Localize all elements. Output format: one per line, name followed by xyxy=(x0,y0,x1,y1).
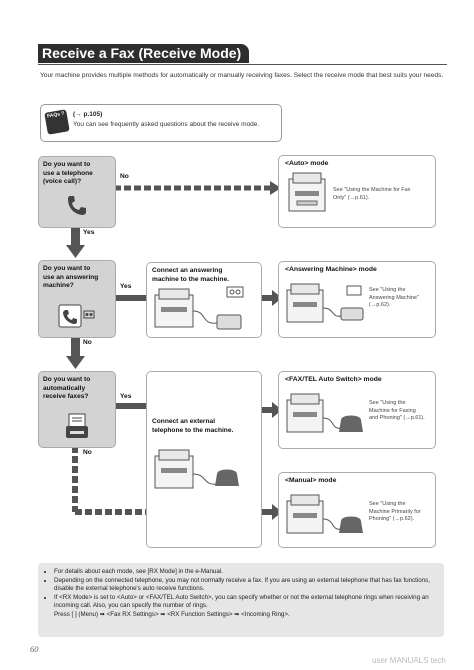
intro-text: Your machine provides multiple methods f… xyxy=(40,72,444,79)
printer-icon xyxy=(286,494,363,534)
mode-fax-tel-auto-switch: <FAX/TEL Auto Switch> mode See "Using th… xyxy=(278,371,436,449)
mode-note: and Phoning" (→p.61). xyxy=(369,415,425,421)
label-no-3: No xyxy=(83,449,92,456)
question-line: automatically xyxy=(43,384,86,392)
note-item: For details about each mode, see [RX Mod… xyxy=(54,568,438,577)
arrowhead-auto xyxy=(270,181,281,195)
watermark: user MANUALS tech xyxy=(372,656,446,665)
question-auto-receive: Do you want to automatically receive fax… xyxy=(38,371,116,448)
note-item: Press [ ] (Menu) ➡ <Fax RX Settings> ➡ <… xyxy=(54,610,290,618)
faq-page-link[interactable]: (→ p.105) xyxy=(73,111,103,118)
printer-icon xyxy=(286,283,364,323)
mode-note: Answering Machine" xyxy=(369,294,419,301)
connect-line: Connect an external xyxy=(152,418,216,425)
arrow-yes-3 xyxy=(114,403,146,409)
arrow-yes-1 xyxy=(71,226,80,245)
mode-title: <FAX/TEL Auto Switch> mode xyxy=(285,376,382,383)
question-line: Do you want to xyxy=(43,161,91,168)
mode-auto: <Auto> mode See "Using the Machine for F… xyxy=(278,155,436,228)
mode-title: <Manual> mode xyxy=(285,477,337,484)
label-no-2: No xyxy=(83,339,92,346)
printer-icon xyxy=(286,393,363,433)
mode-note: Machine Primarily for xyxy=(369,508,421,515)
label-no-1: No xyxy=(120,173,129,180)
page-title: Receive a Fax (Receive Mode) xyxy=(38,44,250,63)
telephone-icon xyxy=(68,196,86,215)
note-item: If <RX Mode> is set to <Auto> or <FAX/TE… xyxy=(54,594,438,611)
connect-line: telephone to the machine. xyxy=(152,426,234,434)
connect-answering-box: Connect an answering machine to the mach… xyxy=(146,262,262,338)
mode-manual: <Manual> mode See "Using the Machine Pri… xyxy=(278,472,436,548)
arrow-yes-2a xyxy=(114,295,146,301)
printer-icon xyxy=(288,172,326,212)
label-yes-2: Yes xyxy=(120,283,132,290)
question-line: Do you want to xyxy=(43,376,91,383)
mode-note: (→p.62). xyxy=(369,302,391,308)
mode-note: See "Using the xyxy=(369,287,406,293)
question-voice-call: Do you want to use a telephone (voice ca… xyxy=(38,156,116,228)
question-line: (voice call)? xyxy=(43,178,82,185)
connect-external-telephone-box: Connect an external telephone to the mac… xyxy=(146,371,262,548)
label-yes-1: Yes xyxy=(83,229,95,236)
answering-machine-icon xyxy=(58,304,95,328)
question-line: use an answering xyxy=(43,273,99,281)
mode-note: See "Using the xyxy=(369,400,406,406)
faq-box: FAQs ? (→ p.105) You can see frequently … xyxy=(40,104,282,142)
mode-note: See "Using the xyxy=(369,501,406,507)
notes-box: For details about each mode, see [RX Mod… xyxy=(38,563,444,637)
mode-answering-machine: <Answering Machine> mode See "Using the … xyxy=(278,261,436,338)
mode-note: Machine for Faxing xyxy=(369,407,416,414)
page-number: 60 xyxy=(30,644,39,654)
mode-note: See "Using the Machine for Fax xyxy=(333,187,411,193)
mode-note: Only" (→p.61). xyxy=(333,194,370,201)
arrow-no-2 xyxy=(71,336,80,356)
label-yes-3: Yes xyxy=(120,393,132,400)
mode-title: <Answering Machine> mode xyxy=(285,266,377,273)
question-answering-machine: Do you want to use an answering machine? xyxy=(38,260,116,338)
mode-note: Phoning" (→p.62). xyxy=(369,516,415,522)
faq-text: You can see frequently asked questions a… xyxy=(73,121,260,128)
fax-document-icon xyxy=(66,413,88,438)
title-bar: Receive a Fax (Receive Mode) xyxy=(38,44,447,65)
question-line: use a telephone xyxy=(43,169,93,177)
question-line: receive faxes? xyxy=(43,393,89,400)
printer-with-answering-machine xyxy=(154,286,244,330)
printer-with-telephone xyxy=(154,449,239,489)
question-line: machine? xyxy=(43,282,74,289)
arrow-yes-2b xyxy=(260,295,272,301)
connect-line: Connect an answering xyxy=(152,267,223,274)
question-line: Do you want to xyxy=(43,265,91,272)
note-item: Depending on the connected telephone, yo… xyxy=(54,577,438,594)
connect-line: machine to the machine. xyxy=(152,275,229,283)
mode-title: <Auto> mode xyxy=(285,160,329,167)
